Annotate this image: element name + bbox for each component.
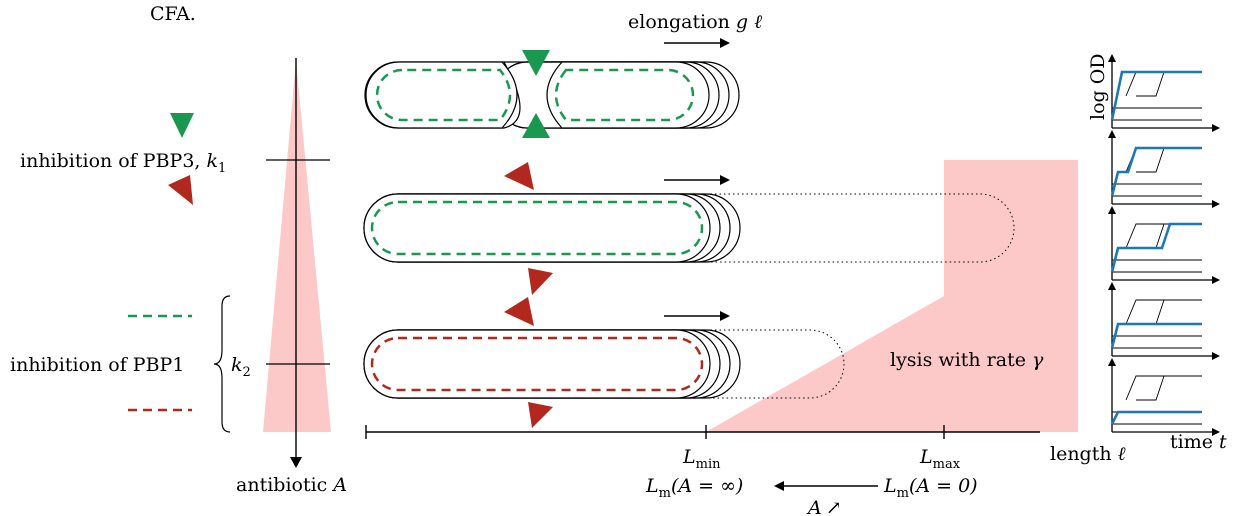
row3-cell-membrane <box>370 336 704 392</box>
row1-cell-left-membrane <box>375 68 512 122</box>
row2-cell-membrane <box>370 200 704 256</box>
elongation-arrowhead <box>720 38 730 48</box>
panel-growth-curve <box>1110 322 1202 349</box>
panel-reference-lines <box>1112 71 1202 121</box>
row3-cell <box>363 329 741 399</box>
row2-cell <box>363 193 741 263</box>
panel-x-arrowhead <box>1212 352 1220 360</box>
row3-triangle-bottom <box>528 402 553 428</box>
panel-growth-curve <box>1110 410 1202 425</box>
panel-growth-curve <box>1110 146 1202 197</box>
panel-x-arrowhead <box>1212 200 1220 208</box>
k2-brace <box>213 295 231 433</box>
inhibition-pbp1-label: inhibition of PBP1 <box>10 354 184 376</box>
lysis-label: lysis with rate γ <box>890 349 1044 371</box>
inhibition-pbp3-label: inhibition of PBP3, k1 <box>20 150 226 176</box>
row1-septum-triangle-bottom <box>522 113 550 138</box>
antibiotic-gradient <box>263 60 331 432</box>
lmin-label: Lmin <box>682 446 721 472</box>
panel-y-arrowhead <box>1108 282 1116 290</box>
panel-y-arrowhead <box>1108 358 1116 366</box>
od-axis-label: log OD <box>1087 53 1109 120</box>
row3-elongation-arrowhead <box>720 311 730 321</box>
k2-label: k2 <box>231 354 251 380</box>
row3-triangle-top <box>504 297 534 326</box>
growth-curve-panels <box>1108 54 1220 436</box>
panel-y-arrowhead <box>1108 206 1116 214</box>
length-axis-label: length ℓ <box>1050 443 1126 465</box>
row2-triangle-bottom <box>528 268 553 295</box>
row1-cell-dividing <box>364 61 740 129</box>
row2-max-length-outline <box>706 193 1015 263</box>
antibiotic-axis-arrowhead <box>290 457 302 468</box>
panel-reference-lines <box>1112 299 1202 349</box>
a-increase-label: A↗ <box>806 497 842 516</box>
antibiotic-label: antibiotic A <box>236 474 347 496</box>
panel-growth-curve <box>1110 222 1202 273</box>
row3-max-length-outline <box>706 329 845 399</box>
green-triangle-legend <box>170 113 194 138</box>
panel-reference-lines <box>1112 223 1202 273</box>
panel-reference-lines <box>1112 375 1202 425</box>
panel-growth-curve <box>1110 70 1202 121</box>
caption-fragment: CFA. <box>150 3 196 25</box>
row2-triangle-top <box>504 162 534 190</box>
lysis-region <box>706 160 1078 432</box>
lmax-label: Lmax <box>919 446 961 472</box>
row1-cell-right-membrane <box>554 68 695 122</box>
panel-y-arrowhead <box>1108 54 1116 62</box>
lm-shift-arrowhead <box>774 481 784 491</box>
elongation-label: elongation g ℓ <box>628 11 762 33</box>
time-axis-label: time t <box>1170 431 1227 453</box>
panel-reference-lines <box>1112 147 1202 197</box>
row2-elongation-arrowhead <box>720 175 730 185</box>
panel-x-arrowhead <box>1212 124 1220 132</box>
panel-y-arrowhead <box>1108 130 1116 138</box>
panel-x-arrowhead <box>1212 428 1220 436</box>
row1-septum-triangle-top <box>522 50 550 76</box>
red-triangle-legend <box>168 175 193 205</box>
lm-inf-label: Lm(A = ∞) <box>645 475 743 501</box>
panel-x-arrowhead <box>1212 276 1220 284</box>
lm-zero-label: Lm(A = 0) <box>883 475 978 501</box>
